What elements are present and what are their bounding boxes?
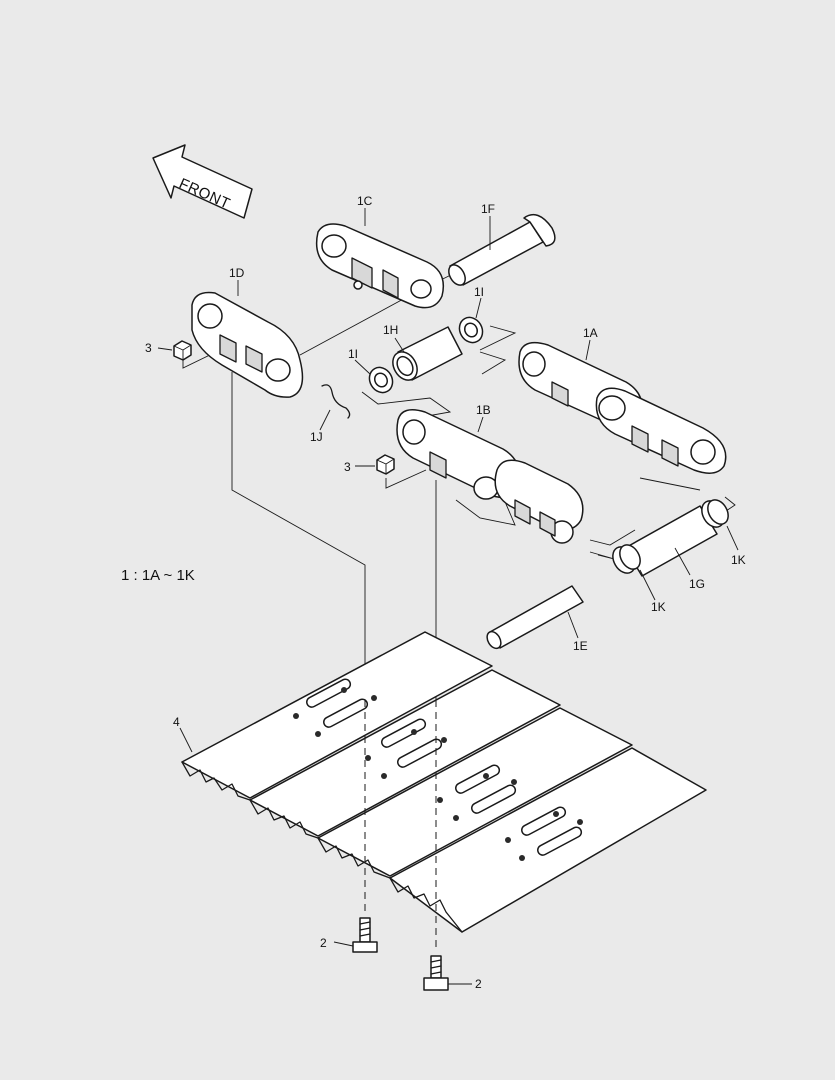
bushing-1H [392,326,463,381]
bolt-2-right [423,700,449,991]
callout-1G: 1G [689,577,705,591]
callout-1H: 1H [383,323,398,337]
callout-1I-top: 1I [474,285,484,299]
pin-1E [486,585,584,650]
clip-1J [321,384,351,419]
callout-1K-bottom: 1K [651,600,666,614]
callout-1D: 1D [229,266,245,280]
callout-1E: 1E [573,639,588,653]
link-1D [191,291,304,398]
callout-1F: 1F [481,202,495,216]
callout-1B: 1B [476,403,491,417]
track-shoe-4 [181,631,707,933]
callout-3-top: 3 [145,341,152,355]
callout-2-right: 2 [475,977,482,991]
seal-1K-right [701,499,729,528]
callout-1I-left: 1I [348,347,358,361]
front-direction-arrow: FRONT [152,144,253,219]
link-assembly-1B [396,409,584,544]
legend-text: 1 : 1A ~ 1K [121,567,195,584]
link-1C [315,223,445,309]
pin-1F [448,213,556,286]
link-assembly-1A [518,341,727,474]
callout-4: 4 [173,715,180,729]
nut-3-top [173,340,192,361]
seal-1I-left [368,366,394,394]
callout-1K-right: 1K [731,553,746,567]
callout-2-left: 2 [320,936,327,950]
seal-1I-top [458,316,484,344]
seal-1K-bottom [612,544,641,574]
bolt-2-left [352,700,378,953]
callout-1A: 1A [583,326,598,340]
callout-leaders [157,208,739,985]
callout-3-mid: 3 [344,460,351,474]
callout-1J: 1J [310,430,323,444]
nut-3-mid [376,454,395,475]
callout-1C: 1C [357,194,373,208]
